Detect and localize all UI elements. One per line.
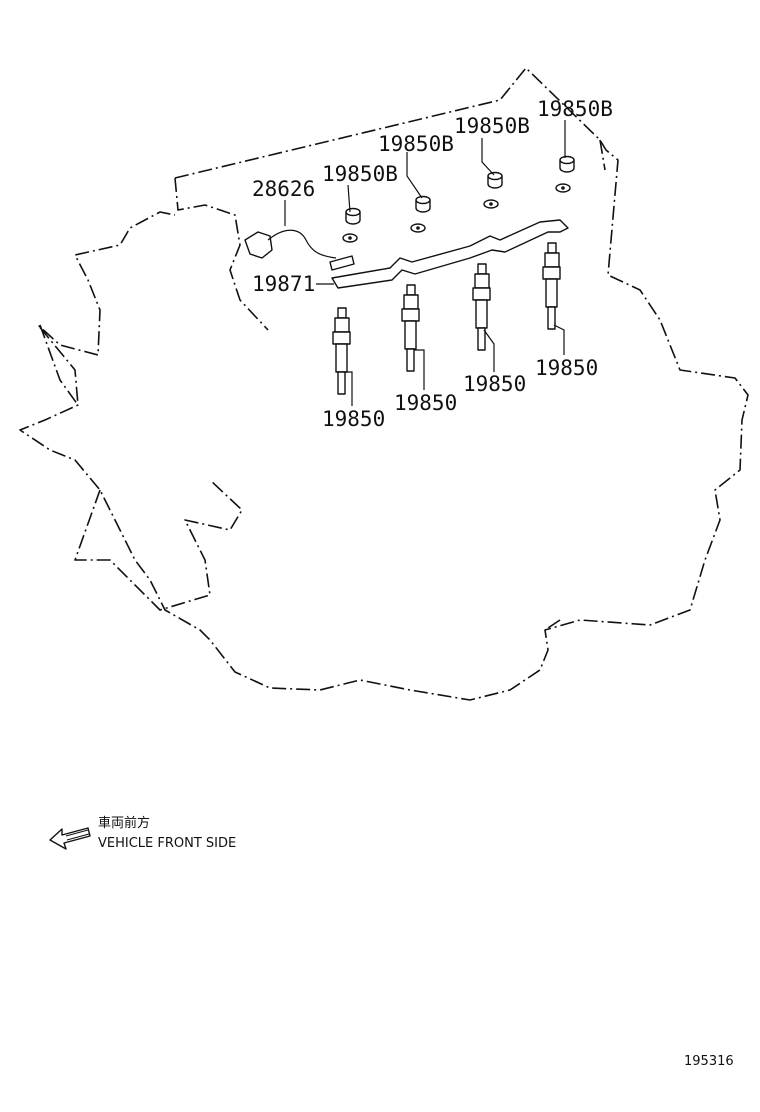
callout-labels: 19850B 19850B 19850B 19850B 28626 19871 … [252, 97, 613, 431]
callout-plug-2: 19850 [394, 391, 457, 415]
callout-nut-4: 19850B [537, 97, 613, 121]
glow-plug-2[interactable] [401, 284, 420, 372]
callout-nut-3: 19850B [454, 114, 530, 138]
nut-3[interactable] [483, 171, 503, 209]
callout-plug-4: 19850 [535, 356, 598, 380]
nut-group [342, 155, 575, 243]
callout-plug-3: 19850 [463, 372, 526, 396]
glow-plug-1[interactable] [332, 307, 351, 395]
nut-1[interactable] [342, 207, 361, 243]
callout-nut-1: 19850B [322, 162, 398, 186]
reference-number: 195316 [684, 1054, 734, 1069]
callout-sensor: 28626 [252, 177, 315, 201]
glow-plug-3[interactable] [472, 263, 491, 351]
nut-4[interactable] [555, 155, 575, 193]
sensor-part[interactable] [244, 229, 355, 271]
front-arrow-icon [49, 827, 91, 850]
callout-nut-2: 19850B [378, 132, 454, 156]
engine-outline [19, 67, 749, 701]
vehicle-front-legend: 車両前方 VEHICLE FRONT SIDE [49, 815, 236, 851]
bus-bar-part[interactable] [331, 219, 569, 289]
callout-bus-bar: 19871 [252, 272, 315, 296]
front-side-label-japanese: 車両前方 [98, 815, 150, 831]
callout-plug-1: 19850 [322, 407, 385, 431]
glow-plug-4[interactable] [542, 242, 561, 330]
nut-2[interactable] [410, 195, 431, 233]
leader-lines [284, 120, 566, 406]
glow-plug-group [332, 242, 561, 395]
front-side-label-english: VEHICLE FRONT SIDE [98, 836, 236, 851]
